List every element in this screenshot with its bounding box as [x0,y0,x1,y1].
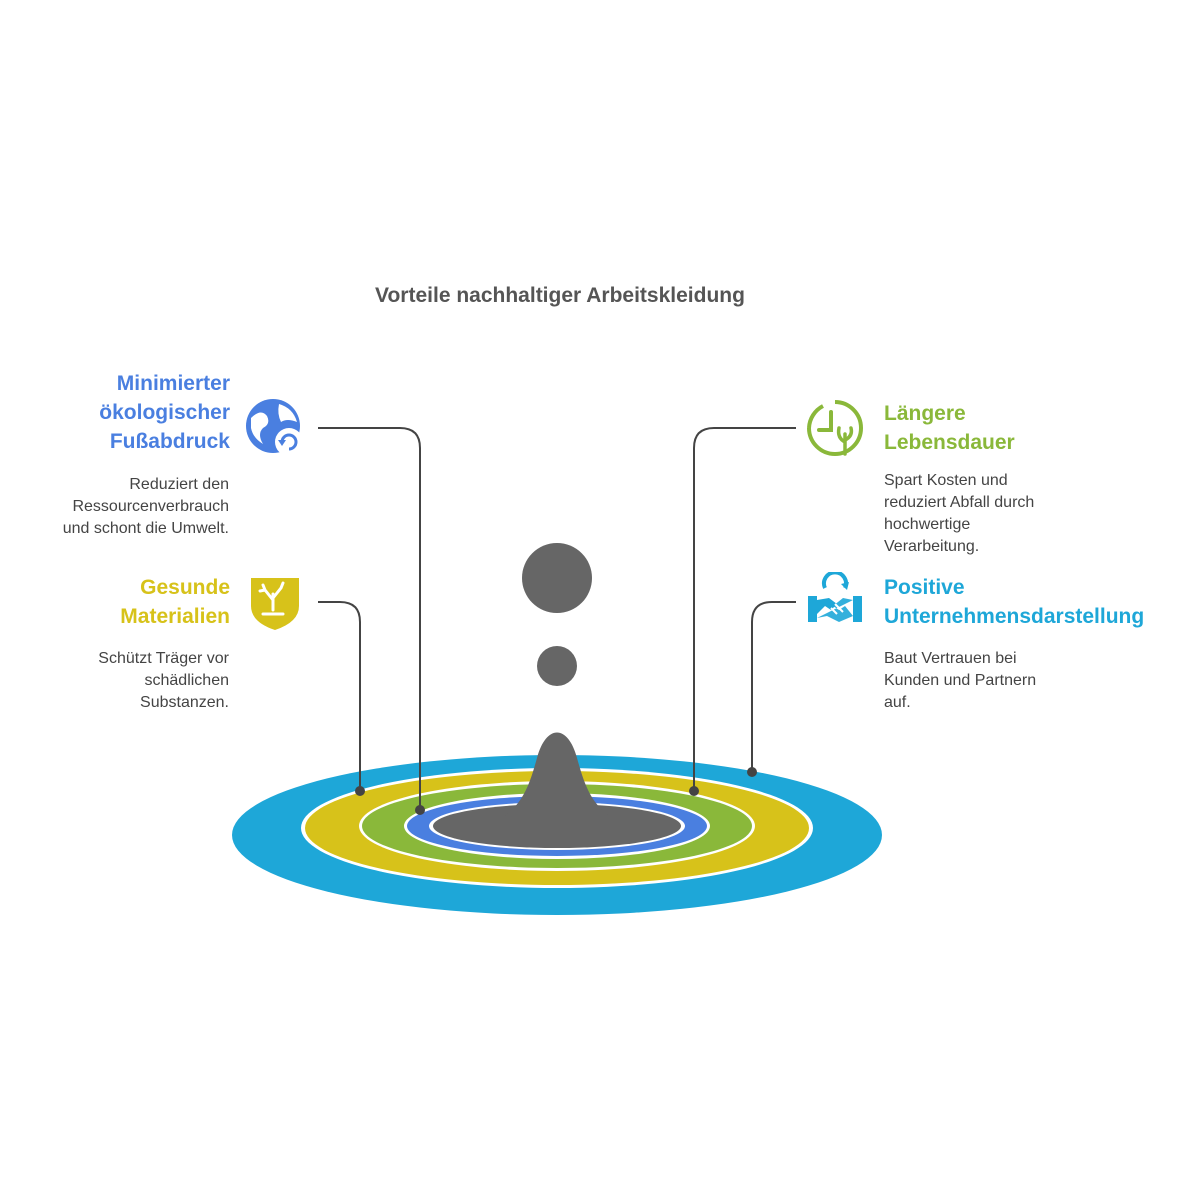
handshake-icon [808,572,862,622]
heading-line: Fußabdruck [109,430,230,453]
description-line: Substanzen. [140,694,229,711]
heading-line: Längere [884,402,966,425]
heading-oekologischer-fussabdruck: Minimierter ökologischer Fußabdruck [20,369,230,456]
description-line: hochwertige [884,516,971,533]
healthy-material-shield-icon [251,578,299,630]
description-line: Reduziert den [129,476,229,493]
heading-laengere-lebensdauer: Längere Lebensdauer [884,399,1174,457]
connector-lebensdauer [693,427,796,790]
description-gesunde-materialien: Schützt Träger vor schädlichen Substanze… [20,648,229,714]
connector-oekologisch [318,427,421,808]
description-laengere-lebensdauer: Spart Kosten und reduziert Abfall durch … [884,470,1174,558]
description-positive-unternehmensdarstellung: Baut Vertrauen bei Kunden und Partnern a… [884,648,1174,714]
heading-line: Lebensdauer [884,431,1015,454]
description-line: auf. [884,694,911,711]
description-line: Schützt Träger vor [98,650,229,667]
diagram-title: Vorteile nachhaltiger Arbeitskleidung [375,284,745,307]
description-line: Baut Vertrauen bei [884,650,1017,667]
drop-small [537,646,577,686]
heading-line: ökologischer [99,401,230,424]
heading-positive-unternehmensdarstellung: Positive Unternehmensdarstellung [884,573,1194,631]
drop-large [522,543,592,613]
connector-dot-materialien [355,786,365,796]
description-line: schädlichen [144,672,230,689]
description-line: Spart Kosten und [884,472,1008,489]
heading-line: Unternehmensdarstellung [884,605,1145,628]
description-line: Kunden und Partnern [884,672,1037,689]
connector-unternehmen [751,601,796,771]
heading-gesunde-materialien: Gesunde Materialien [20,573,230,631]
clock-plant-icon [807,400,863,456]
connector-materialien [318,601,361,789]
connector-dot-unternehmen [747,767,757,777]
heading-line: Gesunde [140,576,230,599]
description-line: reduziert Abfall durch [884,494,1035,511]
description-line: und schont die Umwelt. [62,520,229,537]
eco-footprint-icon [246,399,303,456]
heading-line: Materialien [120,605,230,628]
description-oekologischer-fussabdruck: Reduziert den Ressourcenverbrauch und sc… [20,474,229,540]
heading-line: Positive [884,576,965,599]
connector-dot-oekologisch [415,805,425,815]
drop-splash [480,732,634,828]
heading-line: Minimierter [116,372,230,395]
description-line: Ressourcenverbrauch [72,498,229,515]
connector-dot-lebensdauer [689,786,699,796]
description-line: Verarbeitung. [884,538,980,555]
